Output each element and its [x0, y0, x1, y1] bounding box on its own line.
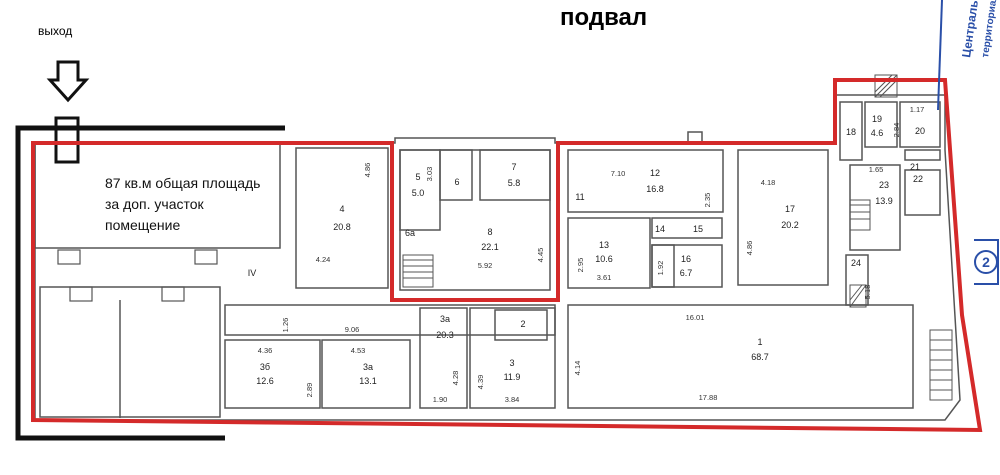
dimension-label: 4.45 — [536, 248, 545, 263]
dimension-label: 4.86 — [745, 241, 754, 256]
room-label: 14 — [655, 224, 665, 234]
room-label: 2 — [520, 319, 525, 329]
room-area: 13.9 — [875, 196, 893, 206]
dimension-label: 7.10 — [611, 169, 626, 178]
room-label: 11 — [575, 192, 584, 202]
room-label: 21 — [910, 162, 920, 172]
room-label: 5 — [415, 172, 420, 182]
dimension-label: 9.06 — [345, 325, 360, 334]
dimension-label: 3.03 — [425, 167, 434, 182]
dimension-label: 3.61 — [597, 273, 612, 282]
room-label: 19 — [872, 114, 882, 124]
dimension-label: 4.18 — [761, 178, 776, 187]
plan-title: подвал — [560, 4, 648, 31]
dimension-label: 2.84 — [892, 123, 901, 138]
stamp-text-line2: территориальное бю — [979, 0, 1000, 58]
room-label: 7 — [511, 162, 516, 172]
room-label: 12 — [650, 168, 660, 178]
dimension-label: 5.18 — [863, 285, 872, 300]
room-area: 68.7 — [751, 352, 769, 362]
dimension-label: 4.36 — [258, 346, 273, 355]
room-label: 18 — [846, 127, 856, 137]
room-area: 6.7 — [680, 268, 693, 278]
offered-area-outline — [31, 78, 983, 433]
room-label: 23 — [879, 180, 889, 190]
dimension-label: 2.89 — [305, 383, 314, 398]
dimension-label: 4.14 — [573, 361, 582, 376]
stamp-number-badge: 2 — [974, 239, 999, 285]
dimension-label: 5.92 — [478, 261, 493, 270]
room-area: 5.8 — [508, 178, 521, 188]
room-label: 24 — [851, 258, 861, 268]
room-area: 10.6 — [595, 254, 613, 264]
room-area: 12.6 — [256, 376, 274, 386]
room-label: 1 — [757, 337, 762, 347]
registry-stamp: Центральное территориальное бю — [937, 0, 1000, 110]
wall-windows — [57, 249, 218, 302]
room-label: 15 — [693, 224, 703, 234]
room-label: 4 — [339, 204, 344, 214]
exit-arrow-icon — [46, 60, 90, 103]
room-area: 20.3 — [436, 330, 454, 340]
exit-boundary — [15, 116, 285, 441]
dimension-label: 17.88 — [699, 393, 718, 402]
room-area: 22.1 — [481, 242, 499, 252]
dimension-label: 1.65 — [869, 165, 884, 174]
dimension-label: 4.28 — [451, 371, 460, 386]
room-label: 3а — [440, 314, 450, 324]
room-area: 16.8 — [646, 184, 664, 194]
room-area: 13.1 — [359, 376, 377, 386]
room-label: 6 — [454, 177, 459, 187]
room-area: 5.0 — [412, 188, 425, 198]
dimension-label: 3.84 — [505, 395, 520, 404]
room-label: 3а — [363, 362, 373, 372]
dimension-label: 1.92 — [656, 261, 665, 276]
dimension-label: 2.35 — [703, 193, 712, 208]
room-area: 20.8 — [333, 222, 351, 232]
stairs — [402, 74, 953, 401]
room-label: 20 — [915, 126, 925, 136]
room-label: 17 — [785, 204, 795, 214]
dimension-label: 4.86 — [363, 163, 372, 178]
room-label: 16 — [681, 254, 691, 264]
dimension-label: 1.26 — [281, 318, 290, 333]
room-label: IV — [248, 268, 257, 278]
room-area: 11.9 — [504, 372, 521, 382]
room-label: 8 — [487, 227, 492, 237]
dimension-label: 4.24 — [316, 255, 331, 264]
dimension-label: 16.01 — [686, 313, 705, 322]
exit-label: выход — [38, 24, 73, 38]
room-area: 4.6 — [871, 128, 884, 138]
dimension-label: 4.39 — [476, 375, 485, 390]
area-note: 87 кв.м общая площадь за доп. участок по… — [105, 175, 261, 233]
room-label: 6а — [405, 228, 415, 238]
room-label: 22 — [913, 174, 923, 184]
room-label: 3 — [509, 358, 514, 368]
room-label: 3б — [260, 362, 270, 372]
dimension-label: 1.17 — [910, 105, 925, 114]
dimension-label: 2.95 — [576, 258, 585, 273]
dimension-label: 1.90 — [433, 395, 448, 404]
room-area: 20.2 — [781, 220, 799, 230]
stamp-number: 2 — [982, 254, 990, 270]
dimension-label: 4.53 — [351, 346, 366, 355]
room-label: 13 — [599, 240, 609, 250]
